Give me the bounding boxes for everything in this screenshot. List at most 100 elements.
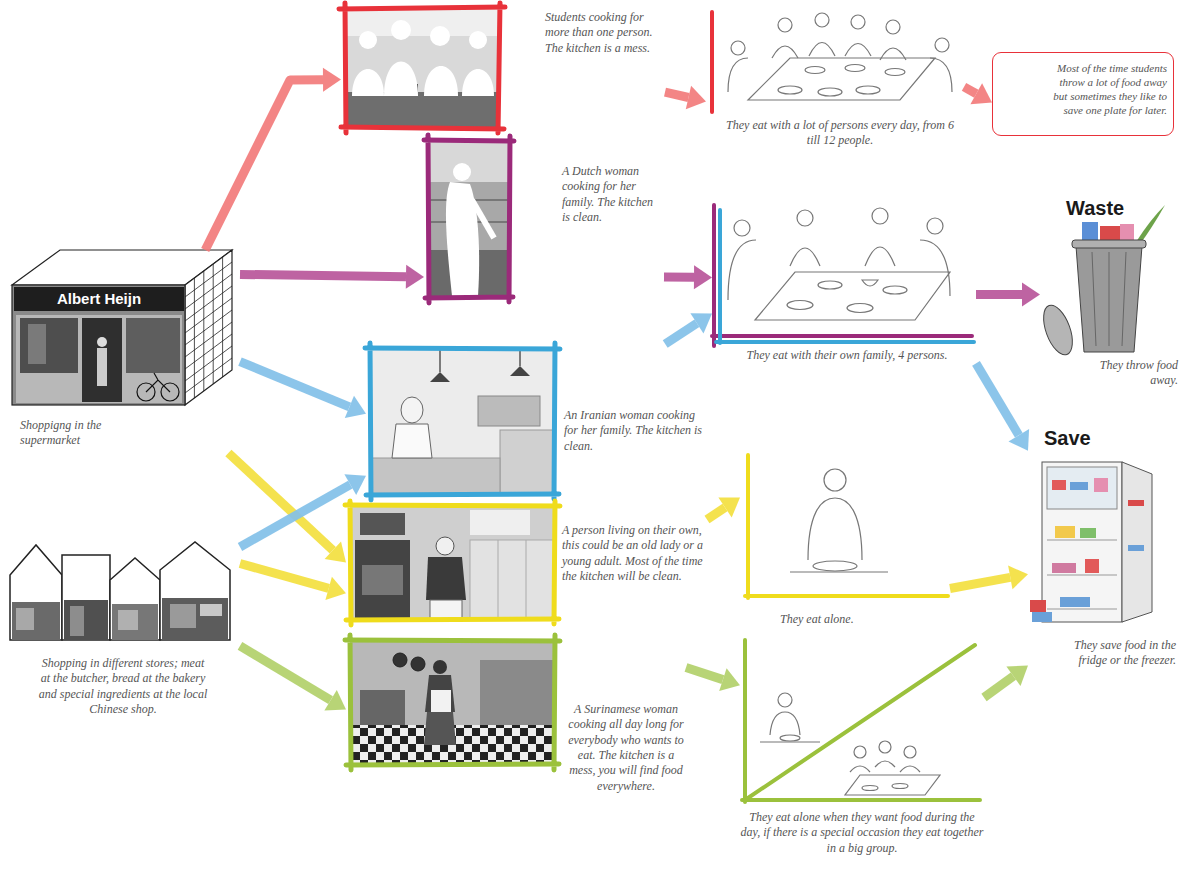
arrow-head	[323, 68, 341, 92]
dining-sketch	[879, 741, 891, 753]
kitchen-photo	[350, 640, 555, 765]
dining-sketch	[805, 67, 825, 74]
dining-sketch	[818, 281, 842, 289]
dining-sketch	[728, 58, 748, 92]
flow-arrow	[665, 313, 712, 344]
dining-sketch	[808, 498, 862, 560]
flow-arrow	[950, 566, 1028, 590]
kitchen-photo	[478, 396, 540, 426]
caption-text: They eat alone when they want food durin…	[740, 810, 984, 856]
supermarket-building	[185, 257, 232, 398]
fridge	[1042, 462, 1122, 622]
shop-street	[170, 604, 196, 628]
photo-frame	[365, 343, 560, 500]
fridge	[1122, 462, 1152, 622]
dining-sketch	[904, 746, 916, 758]
dining-sketch	[935, 38, 949, 52]
kitchen-scene: An Iranian woman cooking for her family.…	[366, 344, 706, 499]
kitchen-photo	[433, 660, 447, 674]
kitchen-photo	[424, 66, 458, 96]
waste-bin	[1038, 205, 1165, 359]
caption-text: An Iranian woman cooking for her family.…	[564, 408, 702, 454]
fridge	[1128, 500, 1144, 506]
arrow-shaft	[984, 676, 1013, 697]
caption-text: They eat alone.	[780, 612, 920, 627]
supermarket-building	[20, 318, 78, 373]
photo-frame	[345, 635, 560, 770]
dining-sketch	[872, 208, 888, 224]
arrow-shaft	[240, 485, 350, 547]
kitchen-photo	[393, 653, 407, 667]
fridge	[1032, 612, 1052, 622]
kitchen-photo	[370, 348, 555, 495]
kitchen-photo	[360, 690, 405, 725]
node-heading: Save	[1044, 426, 1144, 450]
dining-scene: They eat with their own family, 4 person…	[712, 200, 976, 372]
flow-arrow	[240, 564, 346, 600]
kitchen-photo	[350, 505, 555, 620]
kitchen-photo	[345, 8, 500, 128]
supermarket: Albert HeijnShoppigng in the supermarket	[8, 250, 240, 453]
arrow-head	[325, 577, 346, 600]
flow-arrow	[665, 86, 706, 109]
arrow-head	[970, 83, 992, 104]
kitchen-photo	[430, 372, 450, 382]
arrow-head	[1008, 566, 1028, 590]
dining-sketch	[885, 69, 905, 76]
flow-arrow	[984, 666, 1028, 698]
fridge	[1128, 545, 1144, 551]
photo-frame	[339, 3, 560, 770]
caption-text: A Surinamese woman cooking all day long …	[568, 702, 684, 794]
dining-sketch	[797, 210, 813, 226]
fridge	[1070, 482, 1088, 490]
supermarket-building	[126, 318, 180, 373]
kitchen-photo	[355, 540, 410, 620]
dining-sketch	[787, 301, 813, 310]
flow-arrow	[240, 474, 366, 547]
caption-text: Students cooking for more than one perso…	[545, 10, 663, 56]
kitchen-photo	[345, 8, 500, 128]
kitchen-photo	[480, 660, 555, 725]
arrow-shaft	[976, 363, 1019, 435]
dining-sketch	[780, 735, 800, 741]
kitchen-photo	[392, 424, 432, 458]
kitchen-photo	[469, 31, 487, 49]
arrow-head	[325, 542, 346, 563]
dining-sketch	[755, 272, 950, 320]
dining-sketch	[778, 18, 792, 32]
flow-arrow	[205, 68, 341, 250]
photo-frame	[424, 135, 514, 303]
waste-bin	[1076, 246, 1142, 352]
arrow-shaft	[686, 668, 723, 680]
dining-sketch	[920, 240, 950, 296]
kitchen-photo	[472, 200, 494, 238]
photo-frame	[339, 3, 505, 133]
arrow-head	[1006, 666, 1028, 686]
arrow-head	[345, 396, 366, 418]
kitchen-photo	[430, 142, 508, 182]
flow-arrow	[240, 646, 346, 711]
shop-street	[160, 542, 230, 640]
dining-sketch	[818, 88, 842, 96]
arrow-shaft	[707, 508, 725, 520]
dining-sketch	[770, 712, 800, 735]
shop-street	[200, 604, 222, 616]
dining-sketch	[815, 13, 829, 27]
shop-street	[118, 610, 138, 630]
flow-arrow	[664, 265, 712, 289]
dining-sketch	[865, 247, 895, 266]
dining-sketch	[845, 775, 940, 795]
supermarket-building	[12, 250, 232, 405]
kitchen-photo	[362, 565, 403, 595]
dining-sketch	[772, 43, 906, 61]
kitchen-photo	[370, 458, 500, 495]
shop-street	[162, 598, 228, 640]
flow-arrow	[240, 362, 366, 418]
caption-text: A Dutch woman cooking for her family. Th…	[562, 164, 662, 225]
chart-axis	[712, 12, 980, 802]
shop-street	[110, 558, 160, 640]
caption-text: They throw food away.	[1096, 358, 1178, 389]
flow-arrow	[240, 265, 424, 289]
chart-axis	[742, 640, 980, 802]
dining-sketch	[856, 86, 880, 94]
